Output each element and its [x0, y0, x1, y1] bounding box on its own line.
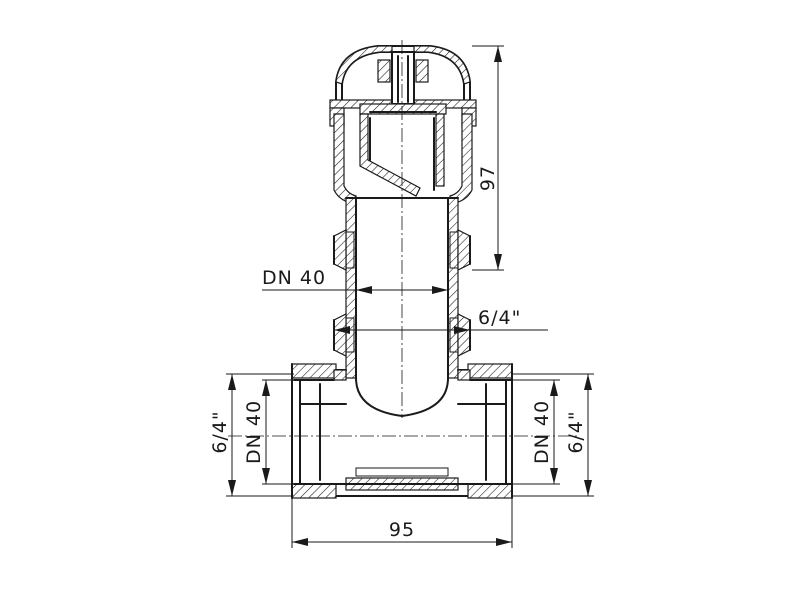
dimension-width-label: 95 — [389, 519, 415, 541]
dimension-right-thread-label: 6/4" — [565, 410, 587, 453]
dimension-right-nominal-label: DN 40 — [531, 400, 553, 464]
dimension-left-nominal — [262, 379, 300, 485]
dimension-left-thread — [226, 373, 294, 497]
upper-nut — [333, 229, 471, 271]
dimension-upper-pipe — [262, 286, 448, 294]
tee-fitting — [291, 363, 513, 499]
dimension-right-thread — [512, 373, 594, 497]
dimension-upper-nut — [334, 326, 548, 334]
valve-cap — [329, 45, 477, 127]
center-lines — [228, 40, 580, 437]
lower-nut — [333, 313, 471, 357]
dimension-height-label: 97 — [477, 165, 499, 191]
valve-body — [333, 113, 473, 205]
dimension-upper-pipe-label: DN 40 — [262, 267, 326, 289]
dimension-width — [291, 498, 513, 548]
dimension-left-nominal-label: DN 40 — [243, 400, 265, 464]
dimension-right-nominal — [506, 379, 560, 485]
dimension-left-thread-label: 6/4" — [209, 410, 231, 453]
dimension-upper-nut-label: 6/4" — [478, 307, 521, 329]
dimension-height — [472, 45, 504, 271]
